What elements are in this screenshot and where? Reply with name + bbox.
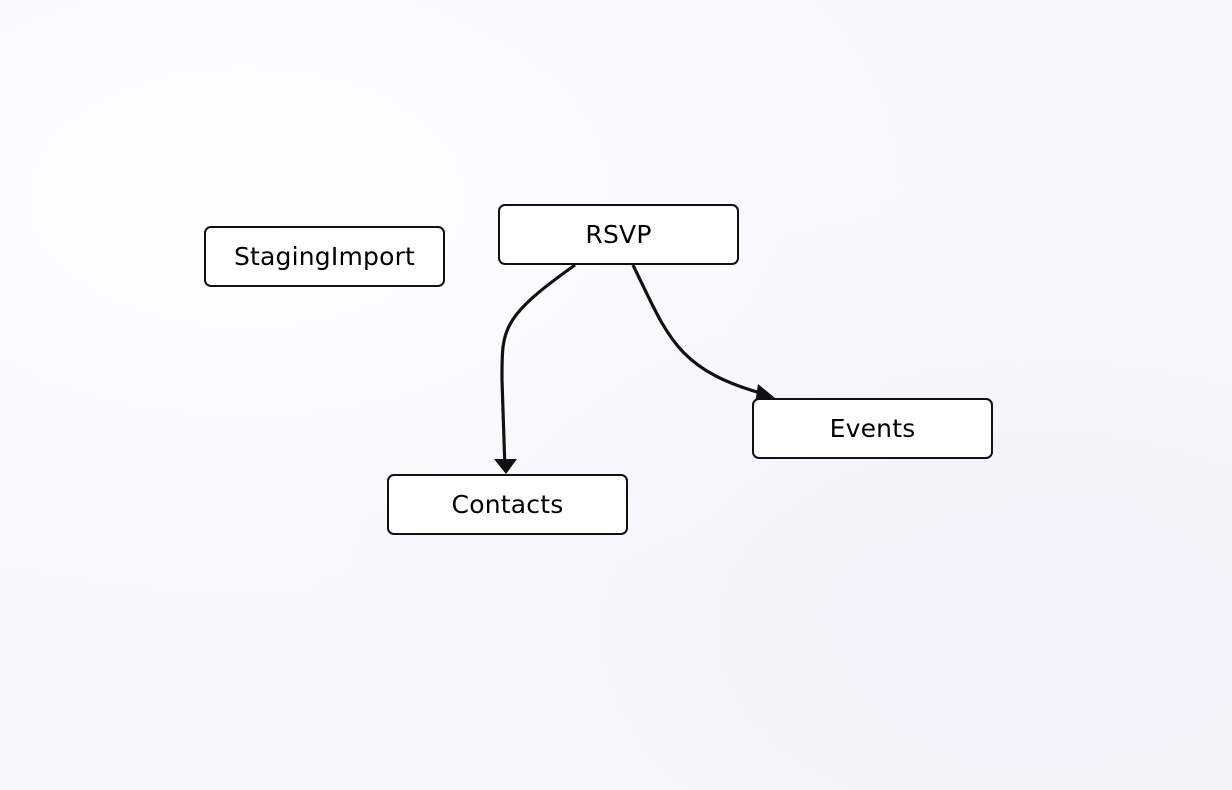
node-staging-import[interactable]: StagingImport xyxy=(204,226,445,287)
node-label: StagingImport xyxy=(233,242,416,271)
edge-rsvp-to-contacts xyxy=(500,263,576,471)
node-label: Contacts xyxy=(451,490,564,519)
node-contacts[interactable]: Contacts xyxy=(387,474,628,535)
node-events[interactable]: Events xyxy=(752,398,993,459)
edge-rsvp-to-events xyxy=(631,264,765,396)
node-label: Events xyxy=(829,414,916,443)
node-rsvp[interactable]: RSVP xyxy=(498,204,739,265)
node-label: RSVP xyxy=(585,220,652,249)
arrowhead-contacts xyxy=(494,459,517,474)
